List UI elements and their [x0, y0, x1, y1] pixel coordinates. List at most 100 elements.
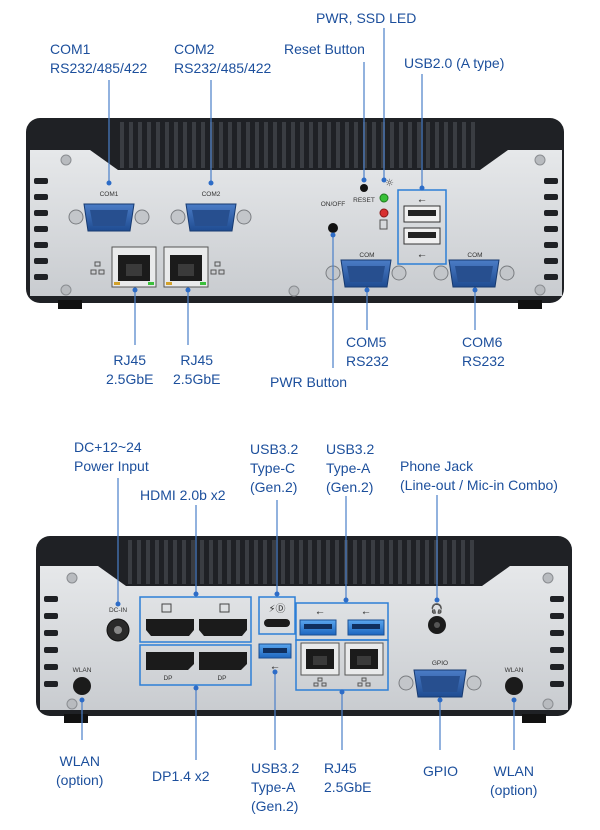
heatsink-fin — [299, 540, 303, 584]
top-heatsink-fins — [120, 122, 475, 168]
heatsink-fin — [435, 122, 439, 168]
label-rj45-top-left: RJ45 2.5GbE — [106, 352, 154, 387]
vent-slot — [44, 664, 58, 670]
heatsink-fin — [246, 122, 250, 168]
label-pwr-button: PWR Button — [270, 374, 348, 390]
heatsink-fin — [174, 122, 178, 168]
reset-silkscreen: RESET — [353, 197, 375, 204]
wlan-left-silkscreen: WLAN — [73, 667, 92, 674]
heatsink-fin — [345, 122, 349, 168]
bottom-leader-dots — [79, 591, 517, 703]
svg-text:⭠: ⭠ — [418, 251, 425, 261]
heatsink-fin — [426, 122, 430, 168]
heatsink-fin — [173, 540, 177, 584]
vent-slot — [44, 647, 58, 653]
top-leader-dots — [106, 177, 478, 293]
heatsink-fin — [390, 122, 394, 168]
heatsink-fin — [236, 540, 240, 584]
gpio-silkscreen: GPIO — [432, 660, 448, 667]
heatsink-fin — [147, 122, 151, 168]
heatsink-fin — [155, 540, 159, 584]
label-wlan-right: WLAN (option) — [490, 763, 538, 798]
heatsink-fin — [362, 540, 366, 584]
label-wlan-left: WLAN (option) — [56, 753, 104, 788]
vent-slot — [34, 258, 48, 264]
vent-slot — [550, 596, 564, 602]
label-rj45-bottom: RJ45 2.5GbE — [324, 760, 372, 795]
vent-slot — [550, 647, 564, 653]
heatsink-fin — [335, 540, 339, 584]
top-leader-lines — [108, 28, 476, 368]
usb32-port-single: ⭠ — [258, 643, 292, 673]
heatsink-fin — [443, 540, 447, 584]
heatsink-fin — [389, 540, 393, 584]
heatsink-fin — [146, 540, 150, 584]
heatsink-fin — [165, 122, 169, 168]
power-button — [328, 223, 338, 233]
heatsink-fin — [245, 540, 249, 584]
heatsink-fin — [291, 122, 295, 168]
usb-icon: ⭠ — [418, 196, 425, 206]
onoff-silkscreen: ON/OFF — [321, 201, 346, 208]
network-icon — [313, 677, 371, 687]
dc-in-jack: DC-IN — [106, 607, 130, 642]
com2-silkscreen: COM2 — [202, 191, 221, 198]
top-side-vents — [34, 178, 558, 280]
label-rj45-top-right: RJ45 2.5GbE — [173, 352, 221, 387]
heatsink-fin — [434, 540, 438, 584]
label-com6: COM6 RS232 — [462, 334, 505, 369]
dp1-silkscreen: DP — [163, 675, 172, 682]
heatsink-fin — [327, 122, 331, 168]
heatsink-fin — [309, 122, 313, 168]
heatsink-fin — [254, 540, 258, 584]
wlan-antenna-left: WLAN — [73, 667, 92, 695]
heatsink-fin — [272, 540, 276, 584]
com6-silkscreen: COM — [467, 252, 482, 259]
heatsink-fin — [281, 540, 285, 584]
com2-port: COM2 — [170, 191, 252, 232]
vent-slot — [34, 194, 48, 200]
usb-icon: ⭠ — [271, 663, 278, 673]
vent-slot — [34, 226, 48, 232]
vent-slot — [544, 274, 558, 280]
heatsink-fin — [408, 122, 412, 168]
vent-slot — [44, 596, 58, 602]
heatsink-fin — [263, 540, 267, 584]
label-phone-jack: Phone Jack (Line-out / Mic-in Combo) — [400, 458, 558, 493]
heatsink-fin — [237, 122, 241, 168]
heatsink-fin — [200, 540, 204, 584]
heatsink-fin — [218, 540, 222, 584]
heatsink-fin — [300, 122, 304, 168]
power-led-icon: ☼ — [385, 178, 394, 189]
heatsink-fin — [380, 540, 384, 584]
heatsink-fin — [129, 122, 133, 168]
heatsink-fin — [399, 122, 403, 168]
usb32-ports-pair: ⭠ ⭠ — [295, 602, 389, 641]
vent-slot — [544, 178, 558, 184]
heatsink-fin — [363, 122, 367, 168]
heatsink-fin — [372, 122, 376, 168]
vent-slot — [34, 178, 48, 184]
heatsink-fin — [137, 540, 141, 584]
heatsink-fin — [417, 122, 421, 168]
heatsink-fin — [282, 122, 286, 168]
bottom-heatsink-fins — [128, 540, 474, 584]
heatsink-fin — [192, 122, 196, 168]
ssd-led-icon — [379, 219, 388, 230]
heatsink-fin — [308, 540, 312, 584]
rj45-port-top-left — [111, 246, 157, 288]
vent-slot — [544, 210, 558, 216]
vent-slot — [550, 681, 564, 687]
heatsink-fin — [128, 540, 132, 584]
heatsink-fin — [407, 540, 411, 584]
heatsink-fin — [191, 540, 195, 584]
label-pwr-ssd-led: PWR, SSD LED — [316, 10, 417, 26]
label-com5: COM5 RS232 — [346, 334, 389, 369]
displayport-ports: DP DP — [139, 644, 252, 686]
hdmi-icon — [219, 603, 230, 613]
heatsink-fin — [201, 122, 205, 168]
vent-slot — [544, 194, 558, 200]
heatsink-fin — [354, 122, 358, 168]
heatsink-fin — [462, 122, 466, 168]
